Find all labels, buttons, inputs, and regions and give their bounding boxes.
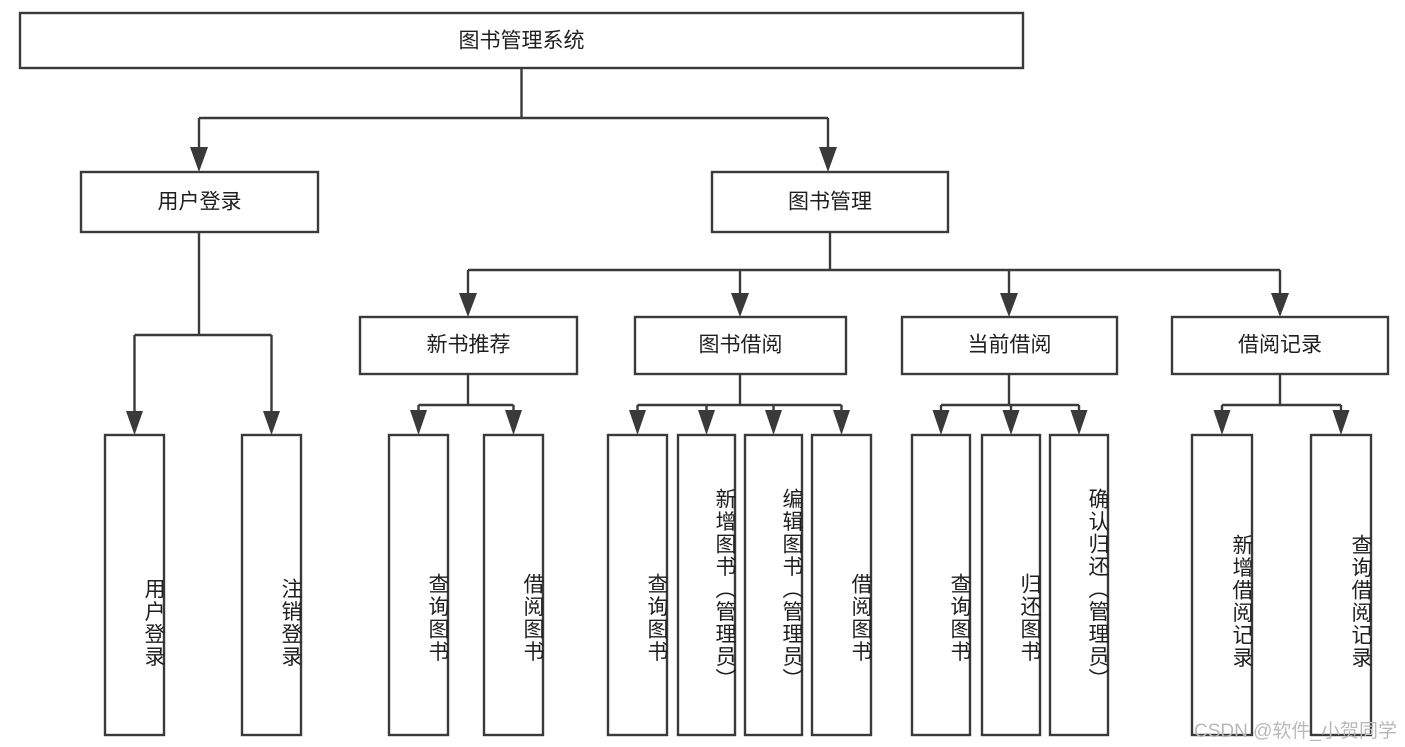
node-book-management[interactable]: 图书管理 <box>710 170 950 234</box>
arrowhead-leaf-add-record <box>1213 410 1231 435</box>
node-root-label: 图书管理系统 <box>459 30 585 53</box>
arrowhead-leaf-return-book <box>1002 410 1020 435</box>
node-book-management-rect[interactable] <box>710 170 950 234</box>
node-book-borrow-label: 图书借阅 <box>699 334 783 357</box>
node-user-login-label: 用户登录 <box>158 191 242 214</box>
arrowhead-leaf-user-logout <box>263 411 280 435</box>
node-leaf-borrow-book-1-rect[interactable] <box>482 433 545 737</box>
arrowhead-book-management <box>819 147 837 172</box>
node-leaf-edit-book-rect[interactable] <box>743 433 804 737</box>
node-leaf-query-book-3-rect[interactable] <box>910 433 972 737</box>
arrowhead-leaf-query-book-3 <box>932 410 950 435</box>
node-leaf-borrow-book-2-rect[interactable] <box>810 433 873 737</box>
node-leaf-query-record-rect[interactable] <box>1309 433 1373 737</box>
arrowhead-leaf-edit-book <box>765 410 782 435</box>
node-book-borrow[interactable]: 图书借阅 <box>633 315 848 376</box>
node-leaf-add-book-rect[interactable] <box>676 433 737 737</box>
node-new-book-recommend[interactable]: 新书推荐 <box>358 315 579 376</box>
arrowhead-leaf-user-login <box>126 411 143 435</box>
node-book-management-label: 图书管理 <box>788 191 872 214</box>
arrowhead-leaf-query-record <box>1332 410 1350 435</box>
node-new-book-recommend-label: 新书推荐 <box>427 334 511 357</box>
arrowhead-borrow-record <box>1271 293 1289 317</box>
arrowhead-leaf-confirm-return <box>1070 410 1088 435</box>
node-leaf-query-book-2-rect[interactable] <box>606 433 669 737</box>
connector-group-new-book-recommend <box>410 374 522 435</box>
node-user-login-rect[interactable] <box>79 170 320 234</box>
arrowhead-leaf-add-book <box>698 410 715 435</box>
node-user-login[interactable]: 用户登录 <box>79 170 320 234</box>
connector-group-book-management <box>459 232 1289 317</box>
node-leaf-user-logout-rect[interactable] <box>240 433 303 737</box>
connector-group-current-borrow <box>932 374 1088 435</box>
arrowhead-book-borrow <box>731 293 749 317</box>
arrowhead-leaf-query-book-1 <box>410 410 427 435</box>
arrowhead-leaf-borrow-book-2 <box>833 410 850 435</box>
leaf-rect-group <box>103 433 1373 737</box>
node-root-rect[interactable] <box>18 11 1025 70</box>
node-new-book-recommend-rect[interactable] <box>358 315 579 376</box>
node-leaf-return-book-rect[interactable] <box>980 433 1042 737</box>
node-leaf-add-record-rect[interactable] <box>1190 433 1254 737</box>
node-borrow-record[interactable]: 借阅记录 <box>1170 315 1390 376</box>
connector-group-user-login <box>126 232 280 435</box>
node-leaf-query-book-1-rect[interactable] <box>387 433 450 737</box>
arrowhead-leaf-borrow-book-1 <box>505 410 522 435</box>
node-current-borrow-label: 当前借阅 <box>968 334 1052 357</box>
connector-group-root <box>190 68 837 172</box>
arrowhead-new-book-recommend <box>459 293 477 317</box>
node-book-borrow-rect[interactable] <box>633 315 848 376</box>
node-leaf-user-login-rect[interactable] <box>103 433 166 737</box>
node-root[interactable]: 图书管理系统 <box>18 11 1025 70</box>
connector-group-book-borrow <box>629 374 850 435</box>
node-borrow-record-rect[interactable] <box>1170 315 1390 376</box>
node-borrow-record-label: 借阅记录 <box>1238 334 1322 357</box>
node-leaf-confirm-return-rect[interactable] <box>1048 433 1110 737</box>
connector-group-borrow-record <box>1213 374 1350 435</box>
node-current-borrow-rect[interactable] <box>900 315 1119 376</box>
arrowhead-current-borrow <box>1000 293 1018 317</box>
node-current-borrow[interactable]: 当前借阅 <box>900 315 1119 376</box>
arrowhead-user-login <box>190 147 208 172</box>
arrowhead-leaf-query-book-2 <box>629 410 646 435</box>
